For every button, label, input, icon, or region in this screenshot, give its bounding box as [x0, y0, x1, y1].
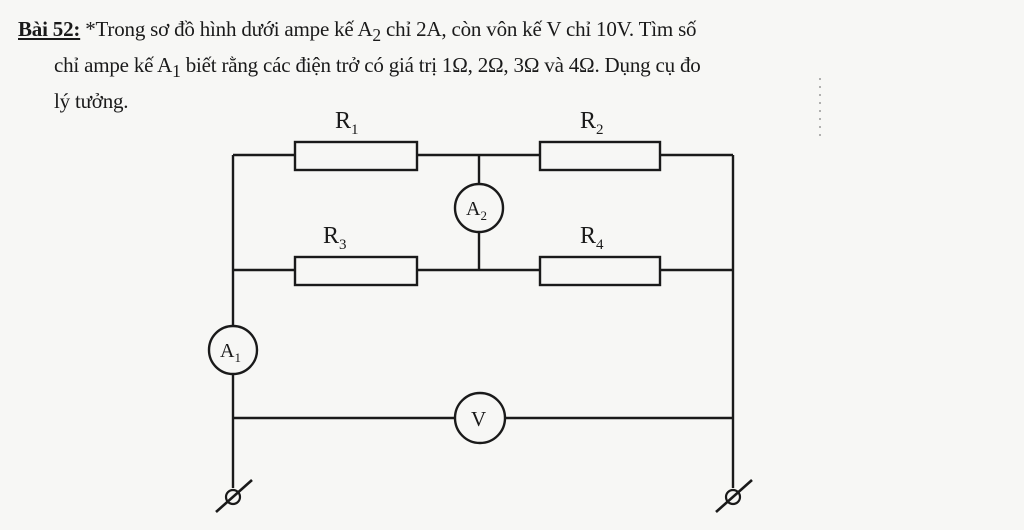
circuit-wires — [231, 153, 735, 488]
resistor-r3 — [293, 255, 419, 287]
ammeter-a1-label: A1 — [220, 340, 241, 365]
label-r4: R4 — [580, 223, 604, 253]
ammeter-a2: A2 — [453, 182, 505, 234]
problem-number: Bài 52: — [18, 17, 81, 41]
terminal-left — [215, 479, 253, 513]
label-r2: R2 — [580, 108, 604, 138]
voltmeter-label: V — [471, 407, 486, 431]
problem-line-3: lý tưởng. — [54, 89, 129, 114]
ammeter-a1: A1 — [207, 324, 259, 376]
label-r3: R3 — [323, 223, 347, 253]
problem-text-2b: biết rằng các điện trở có giá trị 1Ω, 2Ω… — [180, 53, 701, 78]
voltmeter: V — [453, 391, 507, 445]
resistor-r1 — [293, 140, 419, 172]
problem-text-2-sub: 1 — [172, 61, 181, 82]
resistor-r4 — [538, 255, 662, 287]
terminal-right — [715, 479, 753, 513]
problem-text-2a: chỉ ampe kế A — [54, 53, 173, 78]
problem-text-1-sub: 2 — [372, 25, 381, 46]
problem-text-1b: chỉ 2A, còn vôn kế V chỉ 10V. Tìm số — [380, 17, 697, 41]
label-r1: R1 — [335, 108, 359, 138]
ammeter-a2-label: A2 — [466, 198, 487, 223]
resistor-r2 — [538, 140, 662, 172]
problem-text-1a: *Trong sơ đồ hình dưới ampe kế A — [80, 17, 373, 41]
problem-line-2: chỉ ampe kế A1 biết rằng các điện trở có… — [18, 50, 1008, 86]
problem-statement: Bài 52: *Trong sơ đồ hình dưới ampe kế A… — [18, 14, 1008, 116]
problem-line-1: Bài 52: *Trong sơ đồ hình dưới ampe kế A… — [18, 14, 1008, 50]
